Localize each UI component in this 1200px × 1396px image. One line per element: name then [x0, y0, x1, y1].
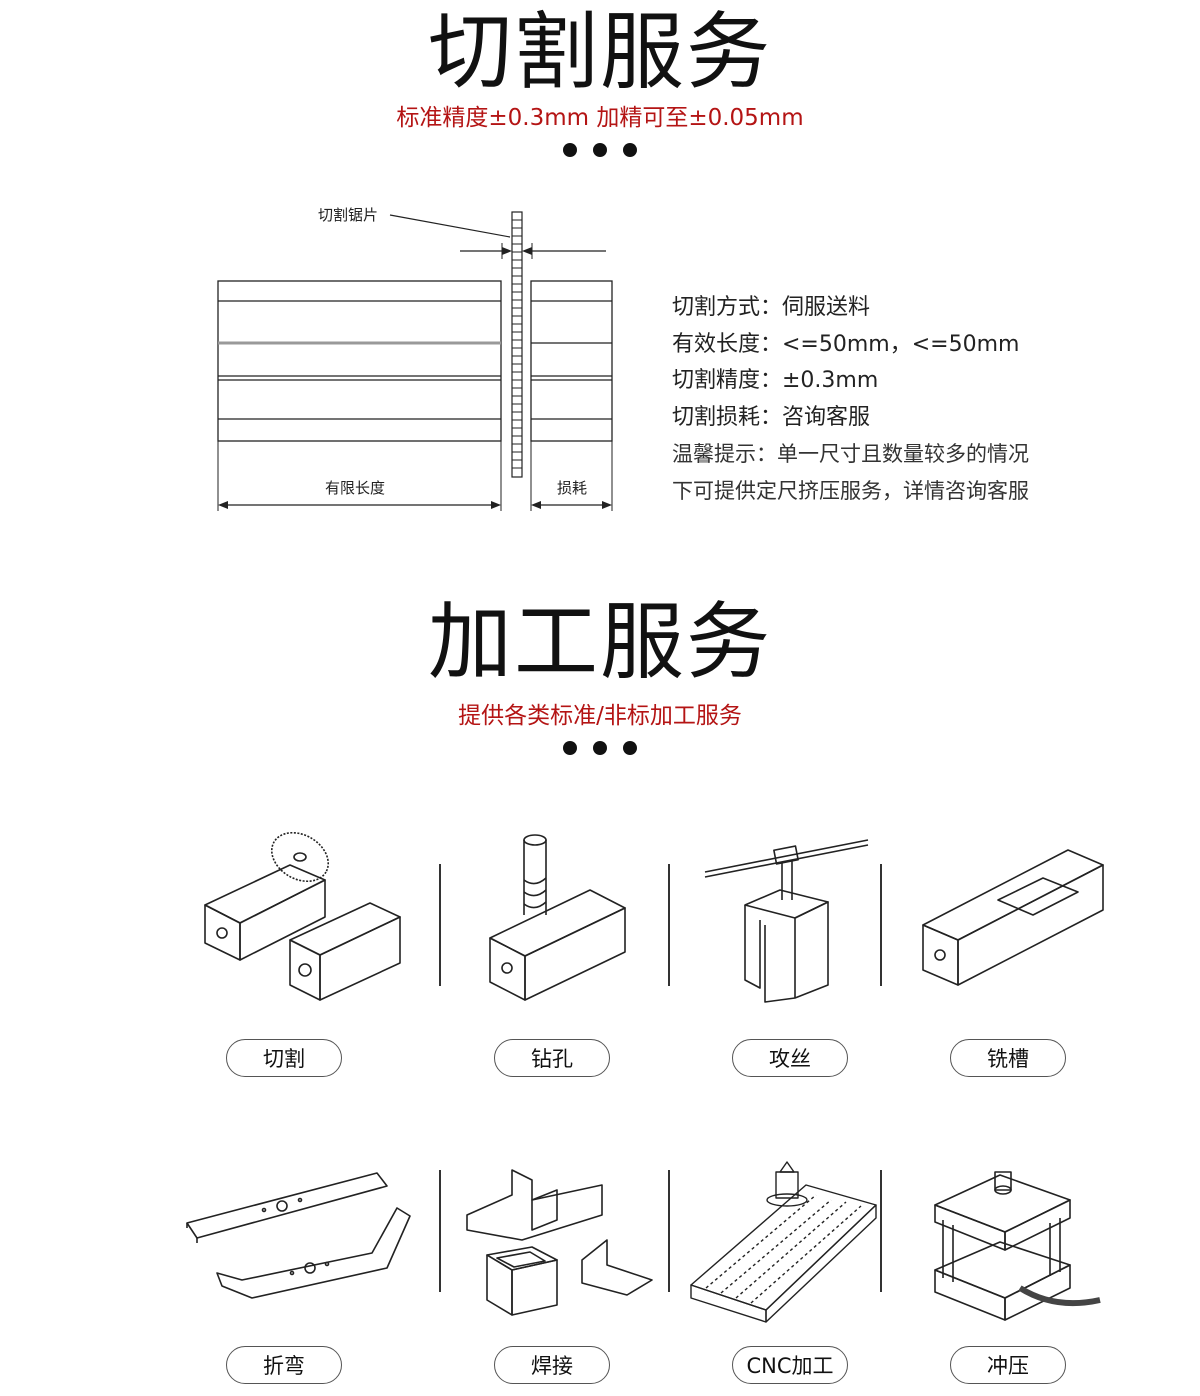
cnc-machining-icon	[690, 1161, 877, 1323]
stamping-die-icon	[934, 1171, 1101, 1321]
length-dimension-label: 有限长度	[325, 479, 385, 497]
dot	[593, 143, 607, 157]
dot	[563, 143, 577, 157]
service-pill-stamping[interactable]: 冲压	[950, 1346, 1066, 1384]
profile-long-piece	[217, 280, 502, 442]
tip-line-2: 下可提供定尺挤压服务，详情咨询客服	[672, 479, 1029, 503]
column-divider	[668, 864, 670, 986]
column-divider	[880, 864, 882, 986]
cutting-section-dots	[0, 143, 1200, 157]
dot	[623, 143, 637, 157]
cutting-saw-icon	[204, 831, 401, 1001]
bending-icon	[186, 1172, 411, 1299]
spec-effective-length: 有效长度：<=50mm，<=50mm	[672, 332, 1020, 357]
saw-blade-icon	[511, 211, 523, 478]
dot	[563, 741, 577, 755]
service-pill-welding[interactable]: 焊接	[494, 1346, 610, 1384]
processing-section-subtitle: 提供各类标准/非标加工服务	[458, 703, 742, 729]
column-divider	[668, 1170, 670, 1292]
spec-cutting-loss: 切割损耗：咨询客服	[672, 405, 871, 430]
cutting-diagram: 切割锯片	[217, 206, 613, 511]
service-pill-bending[interactable]: 折弯	[226, 1346, 342, 1384]
milling-slot-icon	[922, 849, 1104, 986]
spec-cutting-precision: 切割精度：±0.3mm	[672, 368, 879, 393]
loss-dimension-label: 损耗	[557, 479, 587, 497]
tapping-icon	[704, 839, 869, 1003]
dot	[593, 741, 607, 755]
dot	[623, 741, 637, 755]
profile-loss-piece	[530, 280, 613, 442]
service-pill-milling[interactable]: 铣槽	[950, 1039, 1066, 1077]
welding-icon	[466, 1169, 653, 1316]
service-pill-cutting[interactable]: 切割	[226, 1039, 342, 1077]
tip-line-1: 温馨提示：单一尺寸且数量较多的情况	[672, 442, 1029, 466]
column-divider	[439, 1170, 441, 1292]
drilling-icon	[489, 834, 626, 1001]
spec-cutting-method: 切割方式：伺服送料	[672, 295, 871, 320]
column-divider	[439, 864, 441, 986]
service-pill-cnc[interactable]: CNC加工	[732, 1346, 848, 1384]
cutting-section-subtitle: 标准精度±0.3mm 加精可至±0.05mm	[396, 105, 804, 131]
cutting-section-title: 切割服务	[427, 3, 772, 101]
processing-section-title: 加工服务	[427, 593, 772, 691]
processing-section-dots	[0, 741, 1200, 755]
column-divider	[880, 1170, 882, 1292]
service-pill-tapping[interactable]: 攻丝	[732, 1039, 848, 1077]
blade-label: 切割锯片	[318, 206, 378, 224]
service-pill-drilling[interactable]: 钻孔	[494, 1039, 610, 1077]
